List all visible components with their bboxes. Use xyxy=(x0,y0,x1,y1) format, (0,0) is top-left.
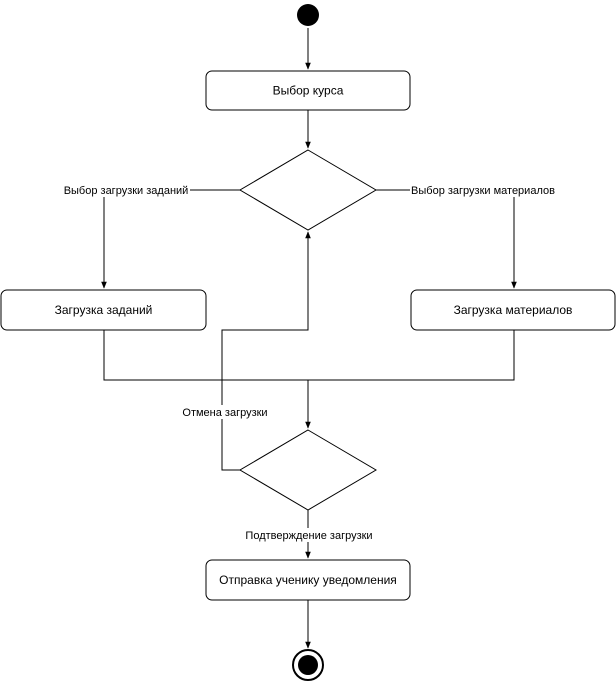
decision-confirm-upload xyxy=(239,429,377,511)
edge-upload-tasks-to-merge xyxy=(103,330,308,381)
decision-upload-type xyxy=(239,149,377,231)
final-node xyxy=(292,649,324,681)
action-upload-tasks: Загрузка заданий xyxy=(0,289,207,331)
action-upload-materials-label: Загрузка материалов xyxy=(454,303,573,317)
initial-node xyxy=(297,4,319,26)
action-select-course-label: Выбор курса xyxy=(273,84,344,98)
action-select-course: Выбор курса xyxy=(205,70,411,111)
action-notify-student: Отправка ученику уведомления xyxy=(205,559,411,601)
edge-label-cancel-upload: Отмена загрузки xyxy=(182,407,267,419)
action-notify-student-label: Отправка ученику уведомления xyxy=(219,573,397,587)
action-upload-tasks-label: Загрузка заданий xyxy=(55,303,153,317)
edge-cancel-to-decision-upload-type xyxy=(221,231,311,471)
edge-upload-materials-to-merge xyxy=(308,330,515,381)
edge-label-confirm-upload: Подтверждение загрузки xyxy=(245,530,372,542)
edge-label-choose-tasks: Выбор загрузки заданий xyxy=(64,185,189,197)
edge-decision-to-upload-materials xyxy=(376,189,517,289)
edge-label-choose-materials: Выбор загрузки материалов xyxy=(411,185,555,197)
edge-decision-to-upload-tasks xyxy=(101,189,240,289)
action-upload-materials: Загрузка материалов xyxy=(410,289,616,331)
